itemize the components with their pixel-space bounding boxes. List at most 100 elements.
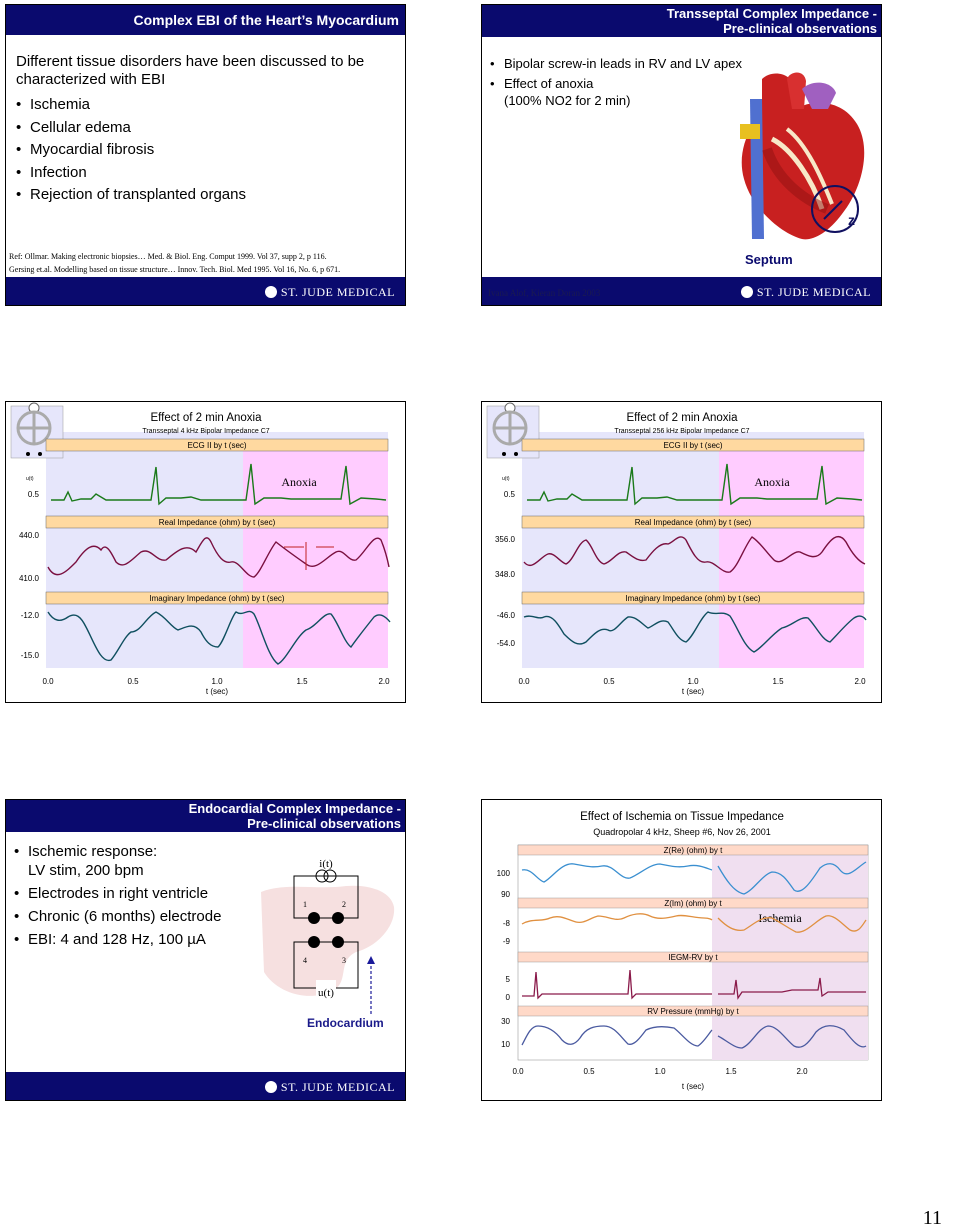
- anoxia-chart: u(t) Effect of 2 min Anoxia Transseptal …: [486, 402, 867, 696]
- y-tick-real-top: 356.0: [495, 535, 516, 544]
- electrode-number: 3: [342, 956, 346, 965]
- title-line-2: Pre-clinical observations: [723, 21, 877, 36]
- rvp-label-bar: [517, 1005, 869, 1017]
- ecg-label-bar: [45, 438, 389, 452]
- zre-trace: [521, 861, 867, 895]
- slide-title: Complex EBI of the Heart’s Myocardium: [133, 12, 399, 28]
- x-tick: 0.5: [603, 677, 615, 686]
- x-tick: 1.5: [772, 677, 784, 686]
- heart-illustration: z: [740, 72, 865, 240]
- title-bar: [6, 5, 405, 35]
- x-tick: 0.0: [512, 1067, 524, 1076]
- bullet-item: Bipolar screw-in leads in RV and LV apex: [490, 55, 742, 72]
- zim-label: Z(Im) (ohm) by t: [664, 899, 722, 908]
- y-tick-zre: 100: [497, 869, 511, 878]
- slide-anoxia-256khz: u(t) Effect of 2 min Anoxia Transseptal …: [481, 401, 882, 703]
- bullet-item: Cellular edema: [16, 117, 246, 140]
- bullet-list: Ischemic response:LV stim, 200 bpm Elect…: [14, 842, 221, 949]
- bullet-list: Ischemia Cellular edema Myocardial fibro…: [16, 94, 246, 207]
- zim-label-bar: [517, 897, 869, 909]
- it-label: i(t): [319, 858, 333, 870]
- y-tick-real-top: 440.0: [19, 531, 40, 540]
- bullet-text: Ischemic response:: [28, 843, 158, 860]
- slide-ischemia: Effect of Ischemia on Tissue Impedance Q…: [481, 799, 882, 1101]
- title-line-1: Endocardial Complex Impedance -: [188, 801, 401, 816]
- x-axis-ticks: 0.0 0.5 1.0 1.5 2.0: [518, 677, 866, 686]
- x-tick: 0.0: [42, 677, 54, 686]
- y-tick-iegm: 5: [506, 975, 511, 984]
- x-axis-label: t (sec): [206, 687, 229, 696]
- logo-mark-icon: [264, 286, 277, 298]
- ecg-label: ECG II by t (sec): [663, 441, 722, 450]
- y-tick-real-bottom: 410.0: [19, 574, 40, 583]
- footer-bar: ST. JUDE MEDICAL: [6, 277, 405, 305]
- title-line-2: Pre-clinical observations: [247, 816, 401, 831]
- ecg-label-bar: [521, 438, 865, 452]
- x-tick: 0.5: [583, 1067, 595, 1076]
- iegm-trace: [522, 969, 866, 1000]
- real-label: Real Impedance (ohm) by t (sec): [159, 518, 276, 527]
- st-jude-logo: ST. JUDE MEDICAL: [740, 285, 871, 300]
- anoxia-label: Anoxia: [281, 475, 317, 489]
- electrode-number: 2: [342, 900, 346, 909]
- imag-impedance-trace: [523, 611, 867, 653]
- electrode-inset: u(t): [10, 402, 64, 482]
- electrode-diagram: i(t) 1 2 4 3 u(t): [261, 858, 395, 1014]
- slide-transseptal: Transseptal Complex Impedance - Pre-clin…: [481, 4, 882, 306]
- real-label: Real Impedance (ohm) by t (sec): [635, 518, 752, 527]
- x-tick: 1.5: [725, 1067, 737, 1076]
- bullet-list: Bipolar screw-in leads in RV and LV apex…: [490, 55, 742, 109]
- chart-subtitle: Transseptal 4 kHz Bipolar Impedance C7: [142, 428, 269, 435]
- z-label: z: [848, 212, 855, 228]
- real-impedance-trace: [523, 536, 866, 573]
- anoxia-label: Anoxia: [754, 475, 790, 489]
- y-tick-zim: -9: [503, 937, 511, 946]
- footer-author-text: Ivana Alof, Kieran Doran 2003: [488, 288, 601, 298]
- bullet-item: Myocardial fibrosis: [16, 139, 246, 162]
- electrode-dot: [332, 912, 344, 924]
- y-tick-imag-top: -46.0: [497, 611, 516, 620]
- zim-trace: [521, 913, 867, 933]
- slide-complex-ebi: Complex EBI of the Heart’s Myocardium Di…: [5, 4, 406, 306]
- logo-text: ST. JUDE MEDICAL: [280, 285, 395, 299]
- intro-text: Different tissue disorders have been dis…: [16, 53, 365, 88]
- anoxia-region: [243, 450, 388, 668]
- y-tick-rvp: 30: [501, 1017, 510, 1026]
- slide-title: Transseptal Complex Impedance - Pre-clin…: [667, 6, 877, 36]
- electrode-dot: [308, 912, 320, 924]
- bullet-text: Effect of anoxia: [504, 76, 594, 91]
- bullet-item: Effect of anoxia (100% NO2 for 2 min): [490, 75, 742, 109]
- x-axis-label: t (sec): [682, 1082, 705, 1091]
- slide-anoxia-4khz: u(t) Effect of 2 min Anoxia Transseptal …: [5, 401, 406, 703]
- ecg-label: ECG II by t (sec): [187, 441, 246, 450]
- bullet-item: Rejection of transplanted organs: [16, 184, 246, 207]
- y-tick-rvp: 10: [501, 1040, 510, 1049]
- title-line-1: Transseptal Complex Impedance -: [666, 6, 877, 21]
- x-tick: 2.0: [854, 677, 866, 686]
- real-label-bar: [521, 515, 865, 529]
- y-tick-zre: 90: [501, 890, 510, 899]
- x-tick: 1.0: [211, 677, 223, 686]
- title-bar: [482, 5, 881, 37]
- slide-title: Endocardial Complex Impedance - Pre-clin…: [189, 801, 401, 831]
- electrode-number: 1: [303, 900, 307, 909]
- ut-label: u(t): [318, 987, 334, 999]
- iegm-label-bar: [517, 951, 869, 963]
- iegm-label: IEGM-RV by t: [668, 953, 718, 962]
- ischemia-chart: Effect of Ischemia on Tissue Impedance Q…: [497, 811, 869, 1091]
- anoxia-chart: u(t) Effect of 2 min Anoxia Transseptal …: [10, 402, 391, 696]
- st-jude-logo: ST. JUDE MEDICAL: [264, 1080, 395, 1095]
- x-tick: 2.0: [378, 677, 390, 686]
- measurement-arrows: [284, 542, 334, 570]
- x-axis-label: t (sec): [682, 687, 705, 696]
- zre-label-bar: [517, 844, 869, 856]
- st-jude-logo: ST. JUDE MEDICAL: [264, 285, 395, 300]
- ut-label: u(t): [502, 476, 510, 482]
- real-label-bar: [45, 515, 389, 529]
- logo-text: ST. JUDE MEDICAL: [756, 285, 871, 299]
- chart-subtitle: Quadropolar 4 kHz, Sheep #6, Nov 26, 200…: [593, 827, 771, 837]
- bullet-item: Electrodes in right ventricle: [14, 884, 221, 903]
- bullet-item: Ischemia: [16, 94, 246, 117]
- bullet-text: (100% NO2 for 2 min): [504, 93, 631, 108]
- x-axis-ticks: 0.0 0.5 1.0 1.5 2.0: [512, 1067, 808, 1076]
